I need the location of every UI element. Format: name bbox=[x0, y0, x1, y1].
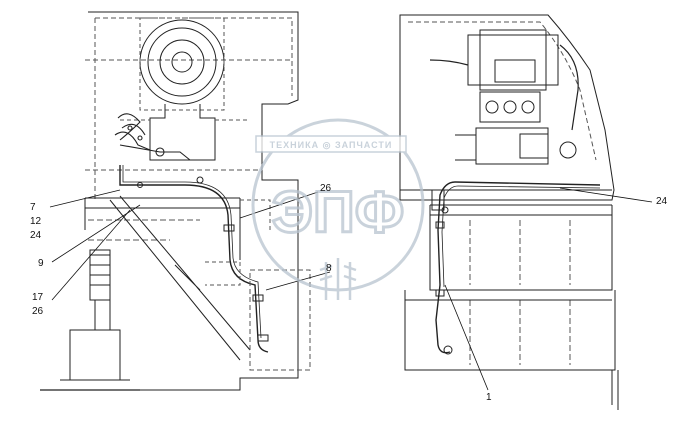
frame-rail-left bbox=[84, 197, 241, 260]
right-view bbox=[399, 14, 619, 410]
lower-structure bbox=[60, 249, 130, 381]
leader-7-12-24 bbox=[49, 189, 121, 208]
callout-26-mid: 26 bbox=[320, 183, 332, 194]
pipe-right bbox=[435, 181, 601, 354]
starter-motor bbox=[455, 127, 577, 165]
battery-boxes bbox=[469, 220, 571, 365]
left-cab-outline bbox=[60, 11, 299, 391]
callout-12: 12 bbox=[30, 216, 42, 227]
left-view bbox=[40, 11, 311, 391]
watermark-banner-text: ТЕХНИКА ◎ ЗАПЧАСТИ bbox=[270, 140, 393, 150]
lower-frame-right bbox=[404, 290, 616, 371]
relay-block bbox=[479, 91, 541, 123]
leader-1 bbox=[444, 284, 489, 391]
callout-9: 9 bbox=[38, 258, 44, 269]
pipe-left bbox=[119, 165, 269, 353]
left-cab-inner bbox=[85, 17, 293, 200]
callout-8: 8 bbox=[326, 263, 332, 274]
leader-17-26 bbox=[51, 209, 131, 301]
right-cab-outline bbox=[399, 14, 615, 201]
leader-9 bbox=[51, 204, 141, 263]
watermark-grain-icon bbox=[319, 258, 357, 300]
flywheel bbox=[139, 17, 225, 111]
watermark-letters: ЭПФ bbox=[272, 180, 404, 245]
watermark-banner bbox=[255, 135, 407, 153]
callout-26-left: 26 bbox=[32, 306, 44, 317]
left-box bbox=[249, 269, 311, 371]
callout-24-right: 24 bbox=[656, 196, 668, 207]
leader-24-right bbox=[559, 187, 653, 203]
callout-7: 7 bbox=[30, 202, 36, 213]
callout-24-left: 24 bbox=[30, 230, 42, 241]
callout-17: 17 bbox=[32, 292, 44, 303]
alternator bbox=[429, 29, 579, 131]
watermark: ТЕХНИКА ◎ ЗАПЧАСТИ ЭПФ bbox=[251, 118, 425, 300]
bell-housing bbox=[149, 104, 216, 161]
frame-rail-right bbox=[429, 204, 613, 291]
harness-cluster bbox=[114, 113, 191, 161]
diagonal-brace bbox=[109, 195, 251, 361]
callout-1: 1 bbox=[486, 392, 492, 403]
